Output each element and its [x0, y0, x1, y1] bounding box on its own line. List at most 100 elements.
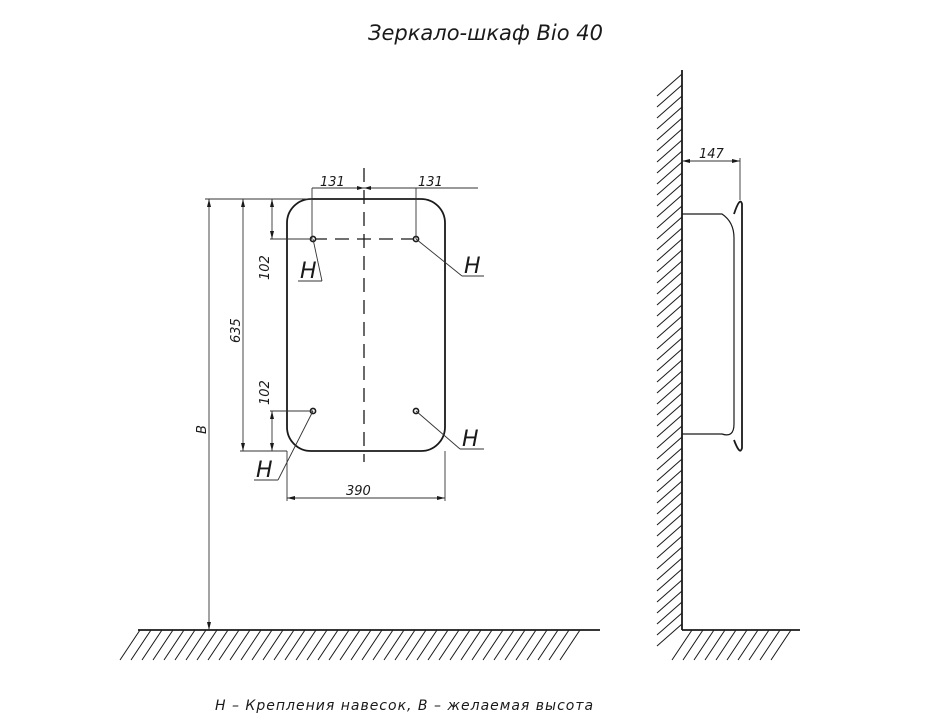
hatch-line: [537, 629, 559, 661]
hatch-line: [471, 629, 493, 661]
svg-text:Н: Н: [256, 458, 273, 483]
hatch-line: [656, 315, 683, 339]
hatch-line: [656, 557, 683, 581]
hatch-line: [656, 414, 683, 438]
hatch-line: [656, 238, 683, 262]
hatch-line: [656, 370, 683, 394]
hatch-line: [656, 392, 683, 416]
hatch-line: [737, 629, 759, 661]
mirror-door-profile: [733, 200, 743, 452]
hatch-line: [656, 502, 683, 526]
hatch-line: [656, 480, 683, 504]
hatch-line: [704, 629, 726, 661]
hatch-line: [656, 128, 683, 152]
hatch-line: [656, 172, 683, 196]
hatch-line: [317, 629, 339, 661]
hatch-line: [504, 629, 526, 661]
hatch-line: [656, 381, 683, 405]
hatch-line: [163, 629, 185, 661]
hatch-line: [656, 513, 683, 537]
svg-text:Н: Н: [300, 259, 317, 284]
legend-note: Н – Крепления навесок, В – желаемая высо…: [215, 698, 594, 714]
hatch-line: [416, 629, 438, 661]
hatch-line: [656, 359, 683, 383]
hatch-line: [130, 629, 152, 661]
front-view: 131 131 635 102: [195, 168, 484, 630]
hatch-line: [207, 629, 229, 661]
hatch-line: [656, 524, 683, 548]
hatch-line: [682, 629, 704, 661]
hatch-line: [548, 629, 570, 661]
hatch-line: [251, 629, 273, 661]
hatch-line: [656, 546, 683, 570]
hatch-line: [559, 629, 581, 661]
hatch-line: [218, 629, 240, 661]
hatch-line: [656, 216, 683, 240]
dim-top-spacing-text: 102: [258, 255, 273, 280]
floor-hatching: [119, 629, 581, 661]
dim-bottom-spacing-text: 102: [258, 380, 273, 405]
dim-top: 131 131: [311, 175, 478, 239]
svg-text:Н: Н: [462, 427, 479, 452]
mirror-outline: [286, 198, 446, 452]
hatch-line: [748, 629, 770, 661]
hatch-line: [656, 326, 683, 350]
hatch-line: [656, 106, 683, 130]
hatch-line: [671, 629, 693, 661]
hatch-line: [656, 337, 683, 361]
hatch-line: [229, 629, 251, 661]
hatch-line: [515, 629, 537, 661]
hatch-line: [656, 139, 683, 163]
hatch-line: [394, 629, 416, 661]
hatch-line: [361, 629, 383, 661]
hatch-line: [656, 436, 683, 460]
hatch-line: [656, 304, 683, 328]
hatch-line: [715, 629, 737, 661]
hatch-line: [372, 629, 394, 661]
hatch-line: [656, 271, 683, 295]
hatch-line: [656, 425, 683, 449]
hatch-line: [493, 629, 515, 661]
hatch-line: [185, 629, 207, 661]
hatch-line: [240, 629, 262, 661]
hatch-line: [141, 629, 163, 661]
hatch-line: [656, 590, 683, 614]
hatch-line: [482, 629, 504, 661]
dim-top-left-text: 131: [320, 175, 345, 190]
hatch-line: [295, 629, 317, 661]
hatch-line: [656, 491, 683, 515]
hatch-line: [656, 205, 683, 229]
wall-hatching: [656, 73, 683, 647]
dim-bottom: 390: [286, 451, 446, 501]
hatch-line: [656, 293, 683, 317]
leader-h-top-right: Н: [415, 238, 484, 279]
hatch-line: [693, 629, 715, 661]
hatch-line: [306, 629, 328, 661]
hatch-line: [656, 249, 683, 273]
hatch-line: [656, 568, 683, 592]
drawing-title: Зеркало-шкаф Bio 40: [368, 21, 603, 45]
hatch-line: [262, 629, 284, 661]
hatch-line: [656, 227, 683, 251]
floor: [119, 629, 600, 661]
hatch-line: [656, 601, 683, 625]
hatch-line: [196, 629, 218, 661]
hatch-line: [656, 469, 683, 493]
hatch-line: [383, 629, 405, 661]
hatch-line: [726, 629, 748, 661]
hatch-line: [656, 73, 683, 97]
dim-top-right-text: 131: [418, 175, 443, 190]
hatch-line: [460, 629, 482, 661]
dim-height-text: 635: [229, 318, 244, 343]
hatch-line: [656, 612, 683, 636]
leader-h-bottom-left: Н: [254, 410, 314, 483]
hatch-line: [656, 161, 683, 185]
side-view: 147: [656, 70, 800, 661]
hatch-line: [656, 403, 683, 427]
hatch-line: [656, 447, 683, 471]
hatch-line: [770, 629, 792, 661]
hatch-line: [759, 629, 781, 661]
svg-text:Н: Н: [464, 254, 481, 279]
hatch-line: [152, 629, 174, 661]
hatch-line: [119, 629, 141, 661]
